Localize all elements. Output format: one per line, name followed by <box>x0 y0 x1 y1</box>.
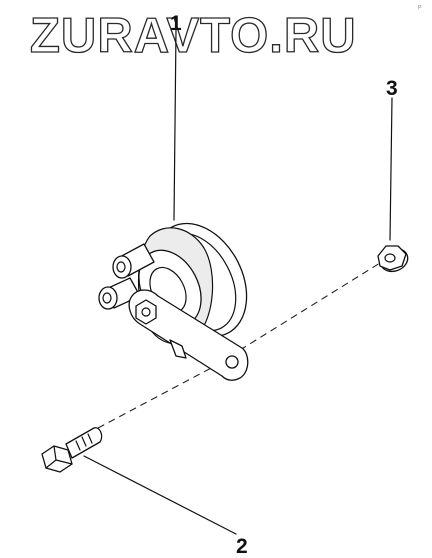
leader-line-3 <box>389 97 393 241</box>
callout-3: 3 <box>386 77 398 100</box>
flange-nut-icon <box>377 245 409 273</box>
callout-1: 1 <box>170 12 182 35</box>
leader-line-1 <box>173 29 177 221</box>
callout-2: 2 <box>236 535 248 558</box>
hex-bolt-icon <box>41 427 103 473</box>
horn-assembly-icon <box>98 222 249 381</box>
corner-mark: P <box>418 5 422 11</box>
assembly-line-horn-to-nut <box>239 262 381 351</box>
watermark-text: ZURAVTO.RU <box>30 9 357 63</box>
leader-line-2 <box>83 455 237 535</box>
